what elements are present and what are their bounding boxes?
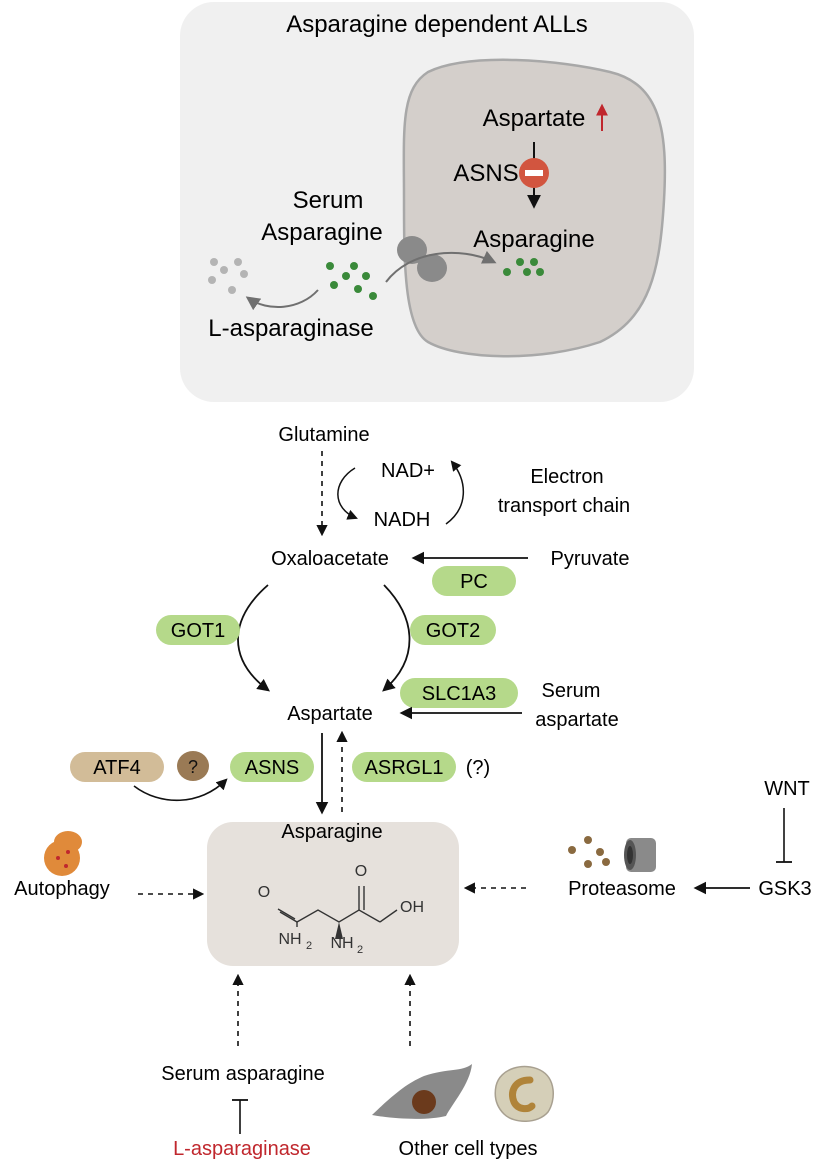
- asns-label: ASNS: [245, 757, 299, 779]
- got1-enzyme: GOT1: [156, 615, 240, 645]
- wnt-label: WNT: [764, 778, 810, 800]
- atf4-factor: ATF4: [70, 752, 164, 782]
- serum-asparagine-label: Serum asparagine: [161, 1063, 324, 1085]
- intracellular-asparagine-dots: [503, 258, 544, 276]
- asparagine-structure: O O OH NH 2 NH 2: [258, 863, 424, 956]
- l-asparaginase-label: L-asparaginase: [173, 1138, 311, 1160]
- chem-oh: OH: [400, 899, 424, 916]
- transport-chain-label: transport chain: [498, 495, 630, 517]
- unknown-factor-icon: ?: [177, 751, 209, 781]
- got2-label: GOT2: [426, 620, 480, 642]
- other-cell-types-label: Other cell types: [399, 1138, 538, 1160]
- glutamine-label: Glutamine: [278, 424, 369, 446]
- nadh-oxidation-arrow: [445, 460, 465, 525]
- asparagine-label: Asparagine: [281, 821, 382, 843]
- serum-label: Serum: [293, 187, 364, 214]
- fibroblast-cell-icon: [372, 1064, 472, 1119]
- autophagy-label: Autophagy: [14, 878, 110, 900]
- electron-label: Electron: [530, 466, 603, 488]
- l-asparaginase-panel-label: L-asparaginase: [208, 315, 373, 342]
- proteasome-icon: [624, 838, 656, 872]
- serum-asparagine-label: Asparagine: [261, 219, 382, 246]
- oxaloacetate-label: Oxaloacetate: [271, 548, 389, 570]
- autophagy-icon: [44, 831, 82, 876]
- aspartate-label: Aspartate: [287, 703, 373, 725]
- atf4-label: ATF4: [93, 757, 140, 779]
- asns-enzyme: ASNS: [230, 752, 314, 782]
- got1-label: GOT1: [171, 620, 225, 642]
- cell-asparagine-label: Asparagine: [473, 226, 594, 253]
- serum-aspartate-label-line2: aspartate: [535, 709, 618, 731]
- unknown-factor-label: ?: [188, 757, 198, 777]
- panel-title: Asparagine dependent ALLs: [286, 11, 588, 38]
- pyruvate-label: Pyruvate: [551, 548, 630, 570]
- chem-nh2-amide: NH: [278, 931, 301, 948]
- got1-arrow: [237, 584, 271, 692]
- cell-asns-label: ASNS: [453, 160, 518, 187]
- chem-nh2-amide-subscript: 2: [306, 940, 312, 952]
- asrgl1-enzyme: ASRGL1: [352, 752, 456, 782]
- chem-nh2-amino: NH: [330, 935, 353, 952]
- proteasome-degradation-dots: [568, 836, 610, 868]
- other-cell-icon: [494, 1065, 554, 1122]
- asrgl1-uncertain-label: (?): [466, 757, 490, 779]
- top-panel: Asparagine dependent ALLs Aspartate ASNS…: [180, 2, 694, 402]
- asparagine-box: [207, 822, 459, 966]
- pc-label: PC: [460, 571, 488, 593]
- chem-o1: O: [355, 863, 367, 880]
- pc-enzyme: PC: [432, 566, 516, 596]
- inhibition-icon: [519, 158, 549, 188]
- pathway-section: Glutamine NAD+ NADH Electron transport c…: [14, 424, 812, 1160]
- proteasome-label: Proteasome: [568, 878, 676, 900]
- chem-o2: O: [258, 884, 270, 901]
- slc1a3-label: SLC1A3: [422, 683, 497, 705]
- chem-nh2-amino-subscript: 2: [357, 944, 363, 956]
- nad-plus-label: NAD+: [381, 460, 435, 482]
- nadh-label: NADH: [374, 509, 431, 531]
- got2-enzyme: GOT2: [410, 615, 496, 645]
- degradation-arrow: [245, 289, 319, 311]
- asrgl1-label: ASRGL1: [365, 757, 444, 779]
- slc1a3-transporter: SLC1A3: [400, 678, 518, 708]
- degraded-asparagine-dots: [208, 258, 248, 294]
- transport-arrow: [385, 250, 497, 283]
- serum-asparagine-dots: [326, 262, 377, 300]
- got2-arrow: [382, 584, 411, 692]
- serum-aspartate-label-line1: Serum: [542, 680, 601, 702]
- nad-reduction-arrow: [337, 467, 358, 520]
- gsk3-label: GSK3: [758, 878, 811, 900]
- atf4-activation-arrow: [133, 778, 228, 802]
- cell-aspartate-label: Aspartate: [483, 105, 586, 132]
